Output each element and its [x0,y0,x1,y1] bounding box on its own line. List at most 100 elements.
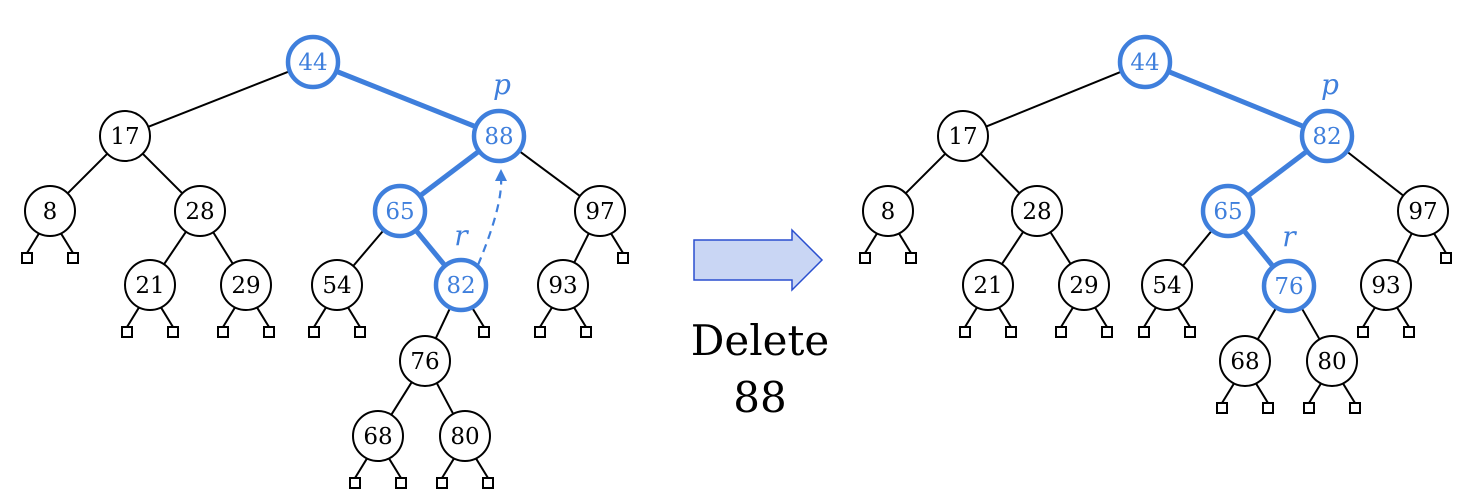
pointer-label-p: p [1321,68,1339,101]
node-44-circle [285,34,341,90]
external-leaf-box [1349,402,1361,414]
external-edge [998,306,1012,328]
external-leaf-box [217,326,229,338]
external-edge [471,306,485,328]
node-17-circle [99,110,151,162]
node-82-key: 82 [446,273,475,299]
node-82-circle [1299,108,1355,164]
external-edge [347,306,361,328]
node-29-circle [220,259,272,311]
external-edge [388,457,402,479]
external-leaf-box [121,326,133,338]
node-17-key: 17 [110,124,139,150]
external-edge [160,306,174,328]
node-65-circle [1200,183,1256,239]
node-76-key: 76 [410,349,439,375]
node-93-key: 93 [1371,273,1400,299]
node-44-key: 44 [298,50,327,76]
pointer-label-r: r [1282,220,1297,253]
edge-65-54 [352,229,385,267]
external-edge [1342,382,1356,404]
node-80-circle [1306,335,1358,387]
external-leaf-box [478,326,490,338]
node-21-key: 21 [135,273,164,299]
edge-17-28 [141,152,184,195]
edge-88-65 [418,149,481,198]
external-edge [222,306,236,328]
external-edge [441,457,455,479]
external-edge [1396,306,1410,328]
edge-17-8 [66,152,109,195]
external-edge [60,232,74,254]
edge-76-68 [1256,307,1278,340]
edge-28-21 [1000,231,1025,265]
node-21-circle [124,259,176,311]
node-82-key: 82 [1312,124,1341,150]
external-leaf-box [534,326,546,338]
node-93-circle [537,259,589,311]
node-54-key: 54 [322,273,351,299]
operation-line1: Delete [691,316,830,365]
node-80-circle [439,410,491,462]
external-leaf-box [617,252,629,264]
move-arrow-path [476,176,503,266]
edge-44-88 [335,68,477,130]
external-edge [610,232,624,254]
external-leaf-box [1262,402,1274,414]
pointer-label-p: p [493,68,511,101]
external-leaf-box [580,326,592,338]
external-leaf-box [1403,326,1415,338]
node-65-key: 65 [1213,199,1242,225]
node-82-circle [433,257,489,313]
external-leaf-box [1184,326,1196,338]
edge-76-80 [1300,307,1321,340]
node-65-circle [372,183,428,239]
pointer-label-r: r [454,219,469,252]
node-54-circle [311,259,363,311]
node-68-circle [352,410,404,462]
node-28-key: 28 [185,199,214,225]
edge-76-80 [435,382,455,415]
node-17-circle [937,110,989,162]
node-8-key: 8 [881,199,896,225]
node-88-circle [471,108,527,164]
node-21-key: 21 [973,273,1002,299]
external-edge [1060,306,1074,328]
external-edge [1308,382,1322,404]
external-leaf-box [959,326,971,338]
node-93-key: 93 [548,273,577,299]
node-28-circle [174,185,226,237]
edge-88-97 [518,150,581,197]
external-leaf-box [482,477,494,489]
external-leaf-box [349,477,361,489]
edge-28-29 [212,231,234,265]
external-edge [864,232,878,254]
node-29-key: 29 [231,273,260,299]
external-edge [539,306,553,328]
edge-82-76 [434,307,452,339]
node-28-circle [1011,185,1063,237]
external-edge [1094,306,1108,328]
external-edge [1255,382,1269,404]
node-28-key: 28 [1022,199,1051,225]
node-76-circle [1261,258,1317,314]
node-76-key: 76 [1274,274,1303,300]
external-edge [1221,382,1235,404]
external-leaf-box [21,252,33,264]
node-44-key: 44 [1130,50,1159,76]
external-leaf-box [1357,326,1369,338]
edge-44-82 [1167,69,1305,129]
external-leaf-box [905,252,917,264]
external-leaf-box [436,477,448,489]
external-edge [1143,306,1157,328]
edge-17-8 [904,152,947,195]
node-97-circle [1397,185,1449,237]
external-edge [1433,232,1447,254]
external-leaf-box [167,326,179,338]
edge-65-82 [413,228,448,268]
external-leaf-box [308,326,320,338]
external-leaf-box [1138,326,1150,338]
